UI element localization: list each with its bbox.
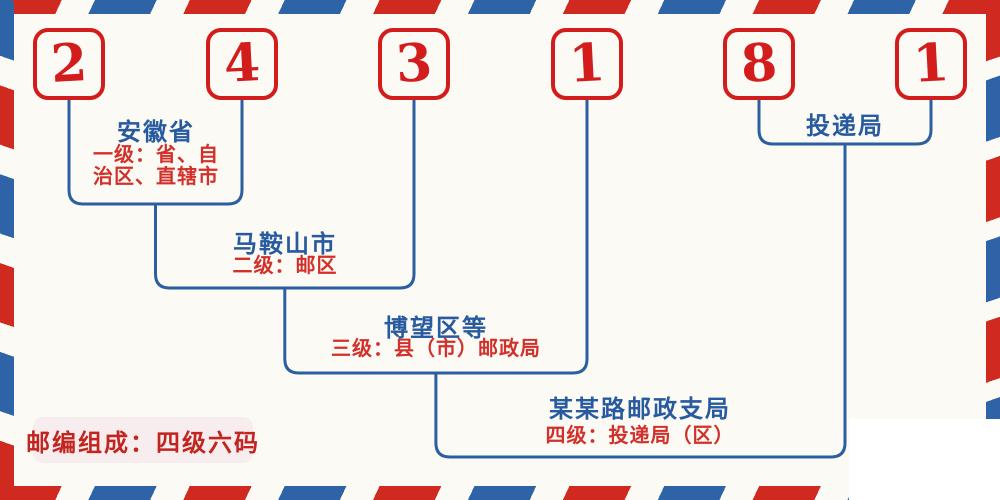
level1-region-name: 安徽省: [117, 120, 195, 146]
airmail-border-right: [986, 0, 1000, 500]
level4-region-name: 某某路邮政支局: [549, 397, 731, 423]
postal-digit-1: 2: [49, 32, 89, 95]
level4-description: 四级：投递局（区）: [545, 425, 735, 447]
postal-digit-5: 8: [739, 32, 779, 95]
level1-description-line2: 治区、直辖市: [93, 166, 219, 188]
corner-mask: [849, 419, 1000, 500]
postal-digit-6: 1: [911, 32, 951, 95]
composition-badge: 邮编组成：四级六码: [26, 417, 258, 463]
postal-digit-3: 3: [394, 32, 434, 95]
airmail-border-top: [0, 0, 1000, 14]
connector-level4: [434, 144, 847, 459]
postal-digit-box-5: 8: [723, 28, 795, 100]
level2-description: 二级：邮区: [232, 255, 338, 277]
airmail-border-left: [0, 0, 14, 500]
level1-description: 一级：省、自 治区、直辖市: [93, 144, 219, 188]
postal-digit-box-4: 1: [551, 28, 623, 100]
level3-description: 三级：县（市）邮政局: [331, 338, 541, 360]
postal-digit-2: 4: [222, 32, 262, 95]
postal-digit-box-1: 2: [33, 28, 105, 100]
delivery-office-label: 投递局: [806, 114, 884, 140]
postal-digit-box-3: 3: [378, 28, 450, 100]
composition-badge-text: 邮编组成：四级六码: [26, 430, 260, 457]
level3-region-name: 博望区等: [384, 316, 488, 342]
level1-description-line1: 一级：省、自: [93, 144, 219, 166]
connector-delivery: [757, 100, 933, 146]
postal-digit-box-6: 1: [895, 28, 967, 100]
postal-digit-4: 1: [567, 32, 607, 95]
postal-digit-box-2: 4: [206, 28, 278, 100]
airmail-border-bottom: [0, 486, 1000, 500]
level2-region-name: 马鞍山市: [233, 232, 337, 258]
